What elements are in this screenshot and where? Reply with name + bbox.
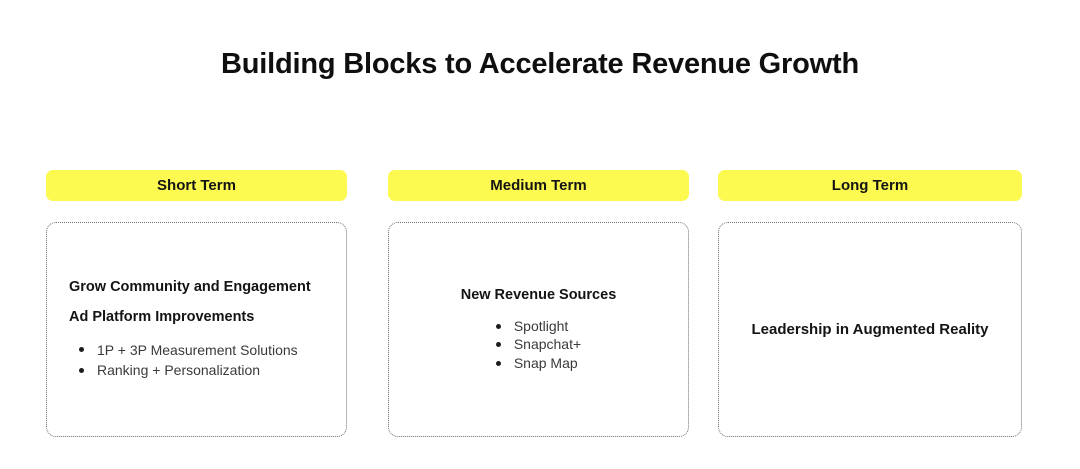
bullet-item: Spotlight bbox=[495, 317, 581, 336]
short-term-heading-1: Grow Community and Engagement bbox=[69, 278, 311, 295]
bullet-label: Snapchat+ bbox=[513, 336, 582, 353]
columns-row: Short Term Grow Community and Engagement… bbox=[46, 170, 1022, 437]
column-long-term: Long Term Leadership in Augmented Realit… bbox=[718, 170, 1022, 437]
bullet-dot-icon bbox=[79, 347, 84, 353]
bullet-item: 1P + 3P Measurement Solutions bbox=[79, 340, 298, 361]
bullet-item: Ranking + Personalization bbox=[79, 360, 298, 381]
column-short-term: Short Term Grow Community and Engagement… bbox=[46, 170, 347, 437]
short-term-box: Grow Community and Engagement Ad Platfor… bbox=[46, 222, 347, 437]
short-term-bullet-list: 1P + 3P Measurement Solutions Ranking + … bbox=[69, 340, 298, 381]
medium-term-heading: New Revenue Sources bbox=[460, 286, 617, 303]
medium-term-pill: Medium Term bbox=[388, 170, 689, 201]
bullet-label: Spotlight bbox=[513, 317, 569, 334]
medium-term-bullet-list: Spotlight Snapchat+ Snap Map bbox=[495, 317, 582, 373]
long-term-box: Leadership in Augmented Reality bbox=[718, 222, 1022, 437]
short-term-heading-2: Ad Platform Improvements bbox=[69, 308, 255, 325]
bullet-item: Snap Map bbox=[495, 354, 581, 373]
bullet-label: Snap Map bbox=[513, 354, 578, 371]
bullet-label: Ranking + Personalization bbox=[97, 362, 261, 378]
short-term-pill: Short Term bbox=[46, 170, 347, 201]
bullet-dot-icon bbox=[495, 342, 501, 347]
bullet-label: 1P + 3P Measurement Solutions bbox=[97, 341, 298, 358]
long-term-heading: Leadership in Augmented Reality bbox=[751, 320, 989, 338]
slide-title: Building Blocks to Accelerate Revenue Gr… bbox=[221, 48, 859, 80]
bullet-dot-icon bbox=[79, 367, 84, 373]
bullet-dot-icon bbox=[495, 360, 501, 366]
medium-term-box: New Revenue Sources Spotlight Snapchat+ … bbox=[388, 222, 689, 437]
long-term-pill: Long Term bbox=[718, 170, 1022, 201]
bullet-item: Snapchat+ bbox=[495, 335, 582, 354]
column-medium-term: Medium Term New Revenue Sources Spotligh… bbox=[388, 170, 689, 437]
bullet-dot-icon bbox=[495, 323, 501, 329]
